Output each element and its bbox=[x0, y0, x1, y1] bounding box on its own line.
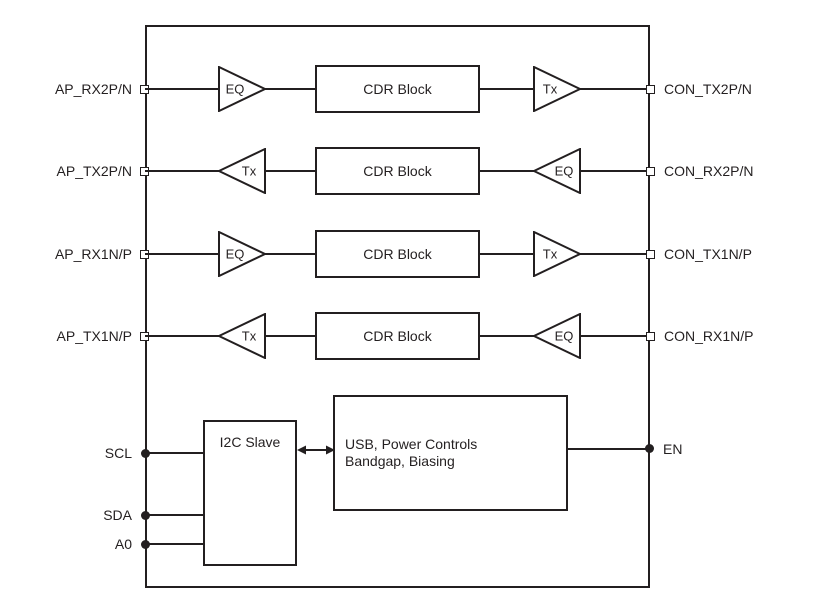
wire bbox=[264, 253, 317, 255]
triangle-right-icon bbox=[533, 66, 581, 112]
tx-amplifier-icon: Tx bbox=[218, 148, 266, 194]
tx-amplifier-icon: Tx bbox=[533, 66, 581, 112]
wire bbox=[478, 335, 535, 337]
power-control-line2: Bandgap, Biasing bbox=[345, 453, 455, 469]
sda-pin-label: SDA bbox=[103, 507, 132, 523]
wire bbox=[579, 88, 650, 90]
eq-amplifier-icon: EQ bbox=[533, 313, 581, 359]
pin-square-right bbox=[646, 167, 655, 176]
cdr-block-label: CDR Block bbox=[363, 246, 432, 262]
lane-4: AP_TX1N/P Tx CDR Block EQ CON_RX1N/P bbox=[0, 312, 832, 360]
wire bbox=[579, 253, 650, 255]
cdr-block-label: CDR Block bbox=[363, 328, 432, 344]
wire bbox=[145, 335, 220, 337]
right-pin-label: CON_RX1N/P bbox=[664, 328, 754, 344]
lane-2: AP_TX2P/N Tx CDR Block EQ CON_RX2P/N bbox=[0, 147, 832, 195]
en-pin-label: EN bbox=[663, 441, 683, 457]
cdr-block: CDR Block bbox=[315, 230, 480, 278]
left-pin-label: AP_RX1N/P bbox=[54, 246, 132, 262]
en-wire bbox=[568, 448, 650, 450]
scl-wire bbox=[145, 452, 203, 454]
amp-label: EQ bbox=[554, 163, 574, 179]
a0-wire bbox=[145, 543, 203, 545]
eq-amplifier-icon: EQ bbox=[533, 148, 581, 194]
right-pin-label: CON_TX2P/N bbox=[664, 81, 752, 97]
en-pin-dot bbox=[645, 444, 654, 453]
cdr-block: CDR Block bbox=[315, 312, 480, 360]
power-control-block: USB, Power Controls Bandgap, Biasing bbox=[333, 395, 568, 511]
cdr-block-label: CDR Block bbox=[363, 81, 432, 97]
amp-label: Tx bbox=[241, 163, 257, 179]
left-pin-label: AP_TX1N/P bbox=[56, 328, 132, 344]
left-pin-label: AP_TX2P/N bbox=[56, 163, 132, 179]
triangle-right-icon bbox=[218, 231, 266, 277]
wire bbox=[478, 253, 535, 255]
scl-pin-label: SCL bbox=[104, 445, 132, 461]
amp-label: Tx bbox=[241, 328, 257, 344]
eq-amplifier-icon: EQ bbox=[218, 66, 266, 112]
pin-square-right bbox=[646, 250, 655, 259]
cdr-block: CDR Block bbox=[315, 147, 480, 195]
triangle-right-icon bbox=[218, 66, 266, 112]
right-pin-label: CON_TX1N/P bbox=[664, 246, 752, 262]
bidirectional-arrow-icon bbox=[297, 445, 335, 455]
wire bbox=[145, 88, 220, 90]
left-pin-label: AP_RX2P/N bbox=[54, 81, 132, 97]
pin-square-right bbox=[646, 332, 655, 341]
wire bbox=[579, 170, 650, 172]
pin-square-right bbox=[646, 85, 655, 94]
wire bbox=[478, 88, 535, 90]
wire bbox=[145, 170, 220, 172]
right-pin-label: CON_RX2P/N bbox=[664, 163, 754, 179]
eq-amplifier-icon: EQ bbox=[218, 231, 266, 277]
wire bbox=[264, 88, 317, 90]
wire bbox=[478, 170, 535, 172]
cdr-block: CDR Block bbox=[315, 65, 480, 113]
cdr-block-label: CDR Block bbox=[363, 163, 432, 179]
lane-1: AP_RX2P/N EQ CDR Block Tx CON_TX2P/N bbox=[0, 65, 832, 113]
power-control-line1: USB, Power Controls bbox=[345, 436, 478, 452]
wire bbox=[579, 335, 650, 337]
amp-label: Tx bbox=[542, 246, 558, 262]
amp-label: EQ bbox=[225, 246, 245, 262]
amp-label: Tx bbox=[542, 81, 558, 97]
amp-label: EQ bbox=[554, 328, 574, 344]
wire bbox=[264, 335, 317, 337]
triangle-right-icon bbox=[533, 231, 581, 277]
i2c-slave-block: I2C Slave bbox=[203, 420, 297, 566]
amp-label: EQ bbox=[225, 81, 245, 97]
i2c-slave-block-label: I2C Slave bbox=[219, 434, 281, 450]
wire bbox=[264, 170, 317, 172]
sda-wire bbox=[145, 514, 203, 516]
tx-amplifier-icon: Tx bbox=[533, 231, 581, 277]
tx-amplifier-icon: Tx bbox=[218, 313, 266, 359]
wire bbox=[145, 253, 220, 255]
lane-3: AP_RX1N/P EQ CDR Block Tx CON_TX1N/P bbox=[0, 230, 832, 278]
a0-pin-label: A0 bbox=[114, 536, 132, 552]
